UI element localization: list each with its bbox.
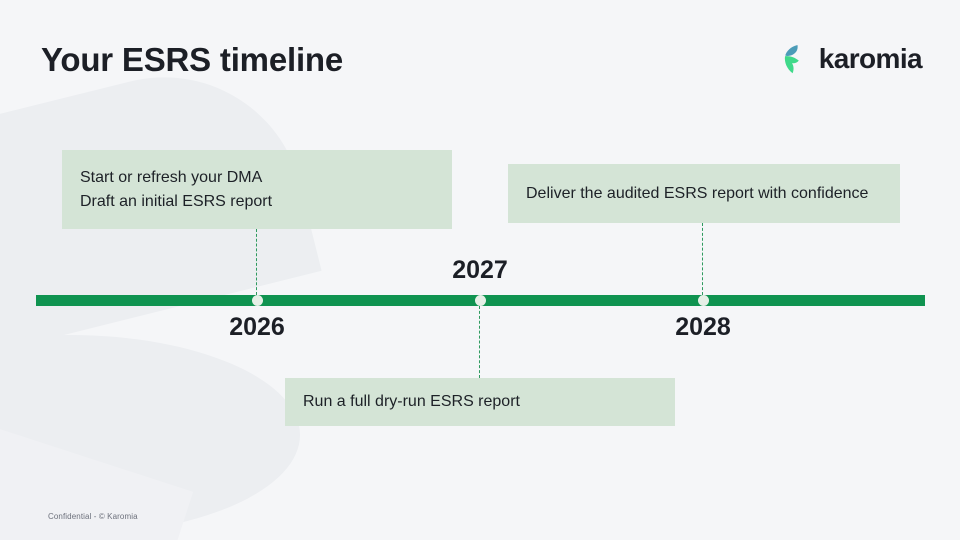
page-title: Your ESRS timeline (41, 41, 344, 78)
background-decor-ellipse (0, 335, 300, 535)
callout-box-2028: Deliver the audited ESRS report with con… (508, 164, 900, 223)
connector-line-2027 (479, 306, 480, 378)
callout-box-2027: Run a full dry-run ESRS report (285, 378, 675, 426)
footer-confidential-note: Confidential - © Karomia (48, 512, 138, 521)
timeline-marker-2028-front[interactable] (698, 295, 709, 306)
year-label-2026: 2026 (229, 313, 285, 341)
connector-line-2028 (702, 223, 703, 295)
callout-text-2026: Start or refresh your DMA Draft an initi… (80, 169, 273, 210)
callout-text-2027: Run a full dry-run ESRS report (303, 393, 520, 411)
year-label-2027: 2027 (452, 256, 508, 284)
connector-line-2026 (256, 229, 257, 295)
timeline-marker-2027-front[interactable] (475, 295, 486, 306)
background-decor-wedge (0, 423, 194, 540)
timeline-marker-2026-front[interactable] (252, 295, 263, 306)
brand-name: karomia (818, 43, 923, 74)
karomia-leaf-icon (784, 45, 799, 74)
year-label-2028: 2028 (675, 313, 731, 341)
brand-logo: karomia (782, 43, 923, 75)
callout-box-2026: Start or refresh your DMA Draft an initi… (62, 150, 452, 229)
callout-text-2028: Deliver the audited ESRS report with con… (526, 184, 869, 202)
